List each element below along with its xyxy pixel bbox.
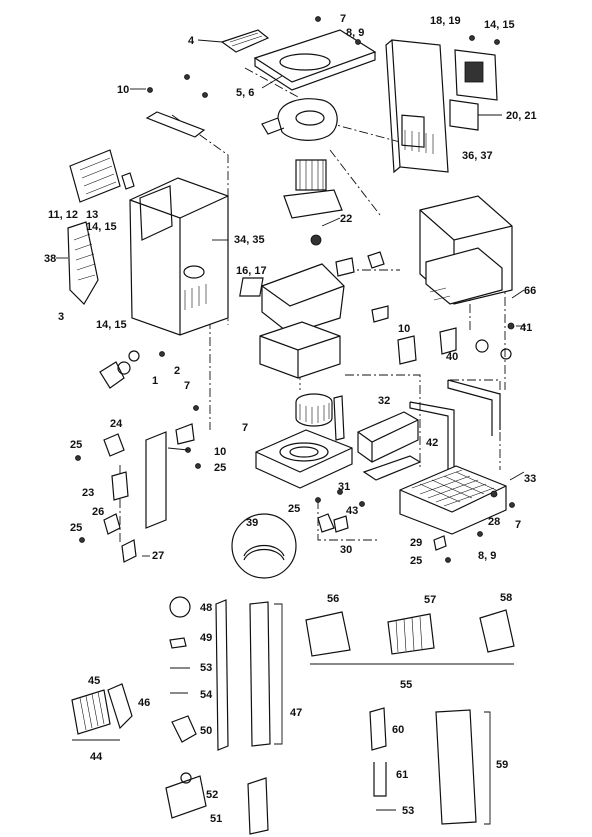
part-top-cover-5-6 [253,29,377,91]
label-60: 60 [392,724,404,736]
label-31: 31 [338,481,350,493]
part-channel-32 [357,411,422,481]
part-labels: 4 7 8, 9 18, 19 14, 15 10 5, 6 20, 21 36… [44,13,537,825]
part-clips-30-31-43 [315,489,365,533]
screws-top [147,16,500,98]
label-43: 43 [346,505,358,517]
label-22: 22 [340,213,352,225]
label-66: 66 [524,285,536,297]
label-10b: 10 [398,323,410,335]
part-control-18-19 [449,49,502,131]
label-51: 51 [210,813,222,825]
part-base-plate [239,217,345,335]
label-50: 50 [200,725,212,737]
label-20-21: 20, 21 [506,110,537,122]
label-44: 44 [90,751,103,763]
label-57: 57 [424,594,436,606]
label-46: 46 [138,697,150,709]
label-4: 4 [188,35,195,47]
label-48: 48 [200,602,212,614]
label-2: 2 [174,365,180,377]
part-filter-11-12-13 [69,149,135,203]
part-brackets-right [409,379,525,481]
label-52: 52 [206,789,218,801]
label-49: 49 [200,632,212,644]
label-10a: 10 [117,84,129,96]
label-10c: 10 [214,446,226,458]
label-7b: 7 [184,380,190,392]
label-26: 26 [92,506,104,518]
part-base-grid-28 [399,465,515,563]
label-14-15b: 14, 15 [86,221,117,233]
label-3: 3 [58,311,64,323]
label-7c: 7 [242,422,248,434]
label-14-15c: 14, 15 [96,319,127,331]
label-8-9a: 8, 9 [346,27,364,39]
label-39: 39 [246,517,258,529]
part-blower-housing [261,98,338,141]
part-side-grille-38 [56,221,99,305]
part-bottom-pan [255,395,353,489]
part-foam-block [259,321,341,379]
part-seal-39 [231,513,297,579]
label-18-19: 18, 19 [430,15,461,27]
label-53b: 53 [402,805,414,817]
label-54: 54 [200,689,213,701]
label-32: 32 [378,395,390,407]
label-1: 1 [152,375,158,387]
label-56: 56 [327,593,339,605]
label-53a: 53 [200,662,212,674]
label-59: 59 [496,759,508,771]
label-40: 40 [446,351,458,363]
label-33: 33 [524,473,536,485]
label-25d: 25 [70,522,82,534]
label-24: 24 [110,418,123,430]
part-lower-brackets [75,350,201,563]
part-handle-4 [197,29,270,53]
label-14-15a: 14, 15 [484,19,515,31]
part-right-chassis [419,195,513,305]
label-30: 30 [340,544,352,556]
part-frame-bracket-10 [130,88,206,138]
accessories [71,596,515,835]
label-5-6: 5, 6 [236,87,254,99]
part-rear-panel-36-37 [385,39,449,174]
label-58: 58 [500,592,512,604]
label-11-12: 11, 12 [48,209,78,221]
label-55: 55 [400,679,412,691]
label-23: 23 [82,487,94,499]
label-45: 45 [88,675,100,687]
part-clips-small [335,251,526,365]
label-28: 28 [488,516,500,528]
label-42: 42 [426,437,438,449]
label-61: 61 [396,769,408,781]
part-main-housing-34-35 [129,177,229,336]
label-7d: 7 [515,519,521,531]
label-8-9b: 8, 9 [478,550,496,562]
label-16-17: 16, 17 [236,265,267,277]
label-34-35: 34, 35 [234,234,265,246]
label-25a: 25 [70,439,82,451]
label-13: 13 [86,209,98,221]
label-7a: 7 [340,13,346,25]
label-25b: 25 [214,462,226,474]
label-25c: 25 [288,503,300,515]
part-motor-fan [283,159,343,219]
label-47: 47 [290,707,302,719]
label-29: 29 [410,537,422,549]
label-27: 27 [152,550,164,562]
label-36-37: 36, 37 [462,150,493,162]
label-41: 41 [520,322,532,334]
part-impeller [295,393,333,427]
label-25e: 25 [410,555,422,567]
label-38: 38 [44,253,56,265]
